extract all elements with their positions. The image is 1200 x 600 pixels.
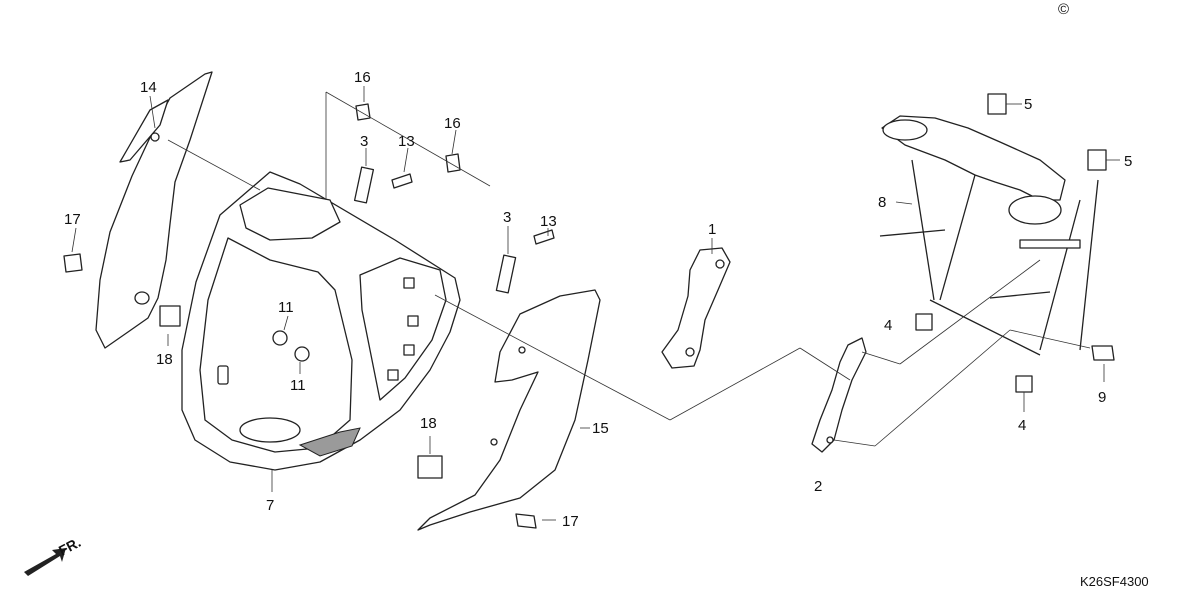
part-8-frame [879, 115, 1099, 356]
screw-13-upper [391, 173, 413, 189]
callout-16-upper: 16 [354, 69, 371, 86]
callout-5-right: 5 [1124, 153, 1132, 170]
front-direction-arrow: FR. [24, 534, 83, 576]
callout-18-lower: 18 [420, 415, 437, 432]
callouts: 14 17 18 16 3 13 16 11 11 7 3 13 18 15 1… [64, 69, 1132, 530]
part-14-side-cover [95, 71, 213, 349]
bolt-9 [1091, 345, 1115, 361]
clip-16-right [445, 153, 461, 173]
leader-lines [71, 86, 1120, 521]
fasteners [63, 93, 1115, 529]
callout-11-upper: 11 [278, 299, 294, 316]
diagram-code: K26SF4300 [1080, 574, 1149, 589]
callout-17-left: 17 [64, 211, 81, 228]
callout-8: 8 [878, 194, 886, 211]
callout-13-upper: 13 [398, 133, 415, 150]
bracket-3-upper [353, 166, 375, 204]
callout-13-lower: 13 [540, 213, 557, 230]
rubber-5-right [1087, 149, 1107, 171]
callout-9: 9 [1098, 389, 1106, 406]
callout-7: 7 [266, 497, 274, 514]
bolt-17-left [63, 253, 83, 273]
bolt-17-right [515, 513, 537, 529]
callout-2: 2 [814, 478, 822, 495]
screw-13-lower [533, 229, 555, 245]
part-1-stay [661, 247, 731, 369]
callout-3-upper: 3 [360, 133, 368, 150]
grommet-4-upper [915, 313, 933, 331]
clip-16-upper [355, 103, 371, 121]
nut-18-upper [159, 305, 181, 327]
bracket-3-lower [495, 254, 517, 294]
callout-14: 14 [140, 79, 157, 96]
part-7-front-cowl [181, 171, 461, 471]
nut-18-lower [417, 455, 443, 479]
callout-4-lower: 4 [1018, 417, 1026, 434]
rubber-5-upper [987, 93, 1007, 115]
callout-17-right: 17 [562, 513, 579, 530]
copyright-mark: © [1058, 1, 1069, 18]
callout-1: 1 [708, 221, 716, 238]
callout-15: 15 [592, 420, 609, 437]
part-15-lower-cover [417, 289, 601, 531]
callout-4-upper: 4 [884, 317, 892, 334]
front-arrow-icon [24, 548, 66, 576]
grommet-11-lower [294, 346, 310, 362]
grommet-4-lower [1015, 375, 1033, 393]
grommet-11-upper [272, 330, 288, 346]
callout-18-left: 18 [156, 351, 173, 368]
callout-3-lower: 3 [503, 209, 511, 226]
callout-5-upper: 5 [1024, 96, 1032, 113]
callout-16-right: 16 [444, 115, 461, 132]
part-2-stay [811, 337, 867, 453]
callout-11-lower: 11 [290, 377, 306, 394]
